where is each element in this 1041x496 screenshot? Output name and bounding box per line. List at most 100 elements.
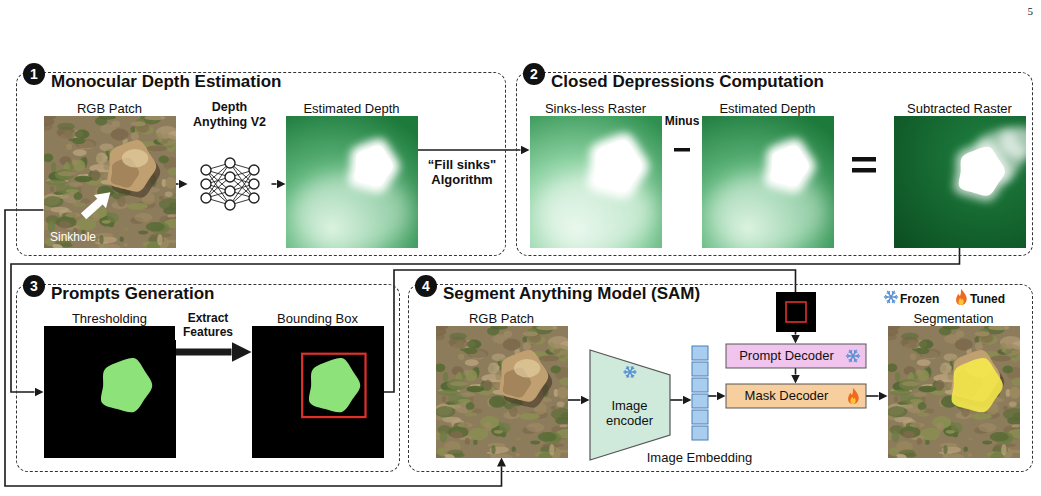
ground-speck <box>900 393 911 403</box>
mask-ground <box>44 326 176 458</box>
rock <box>108 140 157 192</box>
ground-speck <box>888 363 897 371</box>
snowflake-icon <box>847 350 860 361</box>
ground-speck <box>990 355 1011 361</box>
ground-speck <box>72 138 86 144</box>
panel-title: Monocular Depth Estimation <box>51 73 281 91</box>
decoder-fill <box>726 384 866 408</box>
ground-speck <box>75 130 90 139</box>
ground-speck <box>144 116 165 120</box>
ground-speck <box>888 334 897 341</box>
snowflake-tick <box>892 300 894 302</box>
ground-speck <box>466 386 484 393</box>
ground-speck <box>165 240 176 243</box>
ground-speck <box>69 182 83 187</box>
snowflake-tick <box>628 367 630 369</box>
depression-haze <box>1000 127 1026 159</box>
ground-speck <box>74 176 92 183</box>
ground-speck <box>978 423 996 432</box>
ground-speck <box>964 447 968 452</box>
label-holder: Sinkhole <box>50 230 96 245</box>
ground-speck <box>58 129 76 139</box>
image-title: Segmentation <box>913 311 993 327</box>
ground-speck <box>51 162 56 173</box>
ground-speck <box>523 331 538 336</box>
snowflake-arm <box>627 367 630 372</box>
callout-text: Sinkhole <box>50 230 96 245</box>
ground-speck <box>109 223 114 228</box>
ground-speck <box>146 145 167 151</box>
ground-speck <box>943 445 947 454</box>
ground-speck <box>1002 366 1013 374</box>
ground-speck <box>117 196 126 207</box>
ground <box>44 116 176 248</box>
prompt-box <box>786 302 806 322</box>
ground-speck <box>530 440 540 444</box>
ground-speck <box>159 196 164 200</box>
ground-speck <box>102 220 111 224</box>
panel-title: Prompts Generation <box>51 285 214 303</box>
decoder-label: Mask Decoder <box>745 388 829 404</box>
ground-speck <box>458 354 464 360</box>
flame-icon <box>956 289 967 305</box>
network-unit <box>201 193 211 203</box>
ground-speck <box>66 144 72 150</box>
snowflake-tick <box>855 352 857 354</box>
ground-speck <box>946 430 955 434</box>
ground-speck <box>112 120 120 127</box>
ground-speck <box>440 431 448 443</box>
edge-label-holder: “Fill sinks" Algorithm <box>419 156 505 188</box>
image-panel: Sinks-less Raster <box>530 99 662 248</box>
ground-speck <box>501 433 506 438</box>
embedding-cell <box>692 410 708 424</box>
network-unit <box>225 172 235 182</box>
ground-speck <box>465 438 470 445</box>
ground-speck <box>489 396 506 408</box>
snowflake-tick <box>626 368 628 370</box>
embedding-cell <box>692 346 708 360</box>
ground-speck <box>913 392 927 397</box>
network-unit <box>225 200 235 210</box>
step-number: 1 <box>30 67 38 81</box>
image-panel: Thresholding <box>44 309 176 458</box>
ground-speck <box>889 447 898 456</box>
step-circle: 2 <box>523 63 545 85</box>
mask-overlay <box>952 358 1003 412</box>
snowflake-tick <box>848 354 850 356</box>
ground-speck <box>464 348 478 354</box>
panel-title: Segment Anything Model (SAM) <box>443 285 700 303</box>
ground-speck <box>551 408 568 420</box>
ground-speck <box>466 403 475 410</box>
ground-speck <box>464 369 469 375</box>
ground-speck <box>943 326 960 330</box>
image-title: Estimated Depth <box>719 101 815 117</box>
ground-speck <box>515 453 519 457</box>
ground-speck <box>538 432 557 442</box>
snowflake-arm <box>891 291 894 297</box>
snowflake-arm <box>850 356 853 362</box>
flame-icon <box>848 388 859 404</box>
ground-speck <box>436 334 445 341</box>
ground-speck <box>551 344 568 356</box>
ground-speck <box>975 342 983 351</box>
ground-speck <box>436 406 455 417</box>
ground-speck <box>494 430 503 434</box>
edge-label: “Fill sinks" Algorithm <box>419 156 505 188</box>
decoder-box: Prompt Decoder <box>726 344 866 368</box>
ground-speck <box>91 170 100 181</box>
ground-speck <box>975 331 990 336</box>
ground-speck <box>465 412 478 416</box>
ground-speck <box>988 326 1009 330</box>
ground-speck <box>509 406 518 417</box>
label-holder: 5 <box>1028 4 1034 18</box>
step-number: 4 <box>422 279 430 293</box>
ground-speck <box>451 431 463 438</box>
ground-speck <box>165 177 176 189</box>
ground-speck <box>44 153 53 161</box>
ground-speck <box>974 337 979 343</box>
ground-speck <box>982 440 992 444</box>
ground-speck <box>443 372 448 383</box>
ground-speck <box>519 413 540 420</box>
image-panel: Segmentation <box>888 309 1020 458</box>
image-thresh <box>44 326 176 458</box>
